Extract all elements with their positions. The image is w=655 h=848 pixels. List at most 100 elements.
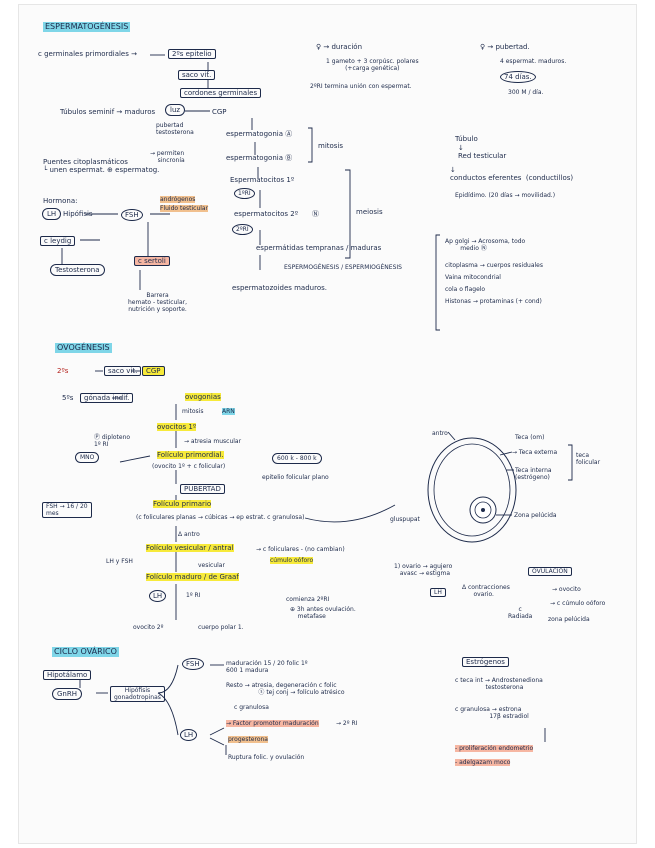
ovogonias-label: ovogonias (185, 393, 221, 401)
diploteno-label: Ⓟ diploteno 1º RI (94, 434, 131, 448)
epitelio-plano-label: epitelio folicular plano (262, 474, 329, 481)
k-oval: 600 k - 800 k (272, 453, 322, 464)
gameto-label: 1 gameto + 3 corpúsc. polares (+carga ge… (326, 58, 419, 72)
gonada-box: gónada indif. (80, 393, 134, 403)
ovulacion-box: OVULACIÓN (528, 567, 572, 576)
cola-label: cola o flagelo (445, 286, 486, 293)
mitosis-label: mitosis (318, 142, 344, 150)
ovo-r1-label: 1º RI (186, 592, 201, 599)
leydig-box: c leydig (40, 236, 76, 246)
granulosa2-label: c granulosa → estrona 17β estradiol (455, 706, 529, 720)
permiten-label: → permiten sincronía (150, 150, 185, 164)
ovocito2-label: ovocito 2º (133, 624, 164, 631)
teca-folicular-label: teca folicular (576, 452, 601, 466)
horas-label: ⊕ 3h antes ovulación. metafase (290, 606, 356, 620)
r2-circle: 2ºRI (232, 224, 253, 235)
estrogenos-box: Estrógenos (462, 657, 509, 667)
comienza-label: comienza 2ºRI (286, 596, 330, 603)
epitelio-box: 2ºs epitelio (168, 49, 216, 59)
conductos-eferentes: ↓ conductos eferentes (conductillos) (450, 166, 574, 182)
meiosis-label: meiosis (356, 208, 383, 216)
zona-pelucida-label: Zona pelúcida (514, 512, 557, 519)
teca-title: Teca (om) (515, 434, 545, 441)
espermiogenesis-label: ESPERMOGÉNESIS / ESPERMIOGÉNESIS (284, 264, 402, 271)
polar-label: cuerpo polar 1. (198, 624, 244, 631)
primordial-label: Folículo primordial. (157, 451, 224, 459)
c-foliculares-label: → c foliculares - (no cambian) (256, 546, 345, 553)
teca-externa-label: → Teca externa (512, 449, 558, 456)
ruptura-label: Ruptura folic. y ovulación (228, 754, 305, 761)
sem5-label: 5ºs (62, 394, 74, 402)
golgi-label: Ap golgi → Acrosoma, todo medio Ⓝ (445, 238, 526, 252)
cgp-label: CGP (212, 108, 227, 116)
hipotalamo-box: Hipotálamo (43, 670, 92, 680)
millones-label: 300 M / día. (508, 89, 544, 96)
espermatocitos2-label: espermatocitos 2º (234, 210, 299, 218)
citoplasma-label: citoplasma → cuerpos residuales (445, 262, 543, 269)
ovocitos1-label: ovocitos 1º (157, 423, 197, 431)
adelgazam-label: - adelgazam moco (455, 759, 511, 766)
ovo-cgp-box: CGP (142, 366, 165, 376)
section-title-ciclo: CICLO OVÁRICO (52, 647, 119, 657)
epididimo-label: Epidídimo. (20 días → movilidad.) (455, 192, 556, 199)
hipofisis-label: Hipófisis (63, 210, 93, 218)
maduros-label: espermatozoides maduros. (232, 284, 327, 292)
mno-oval: MNO (75, 452, 100, 463)
radiada-label: c Radiada (508, 606, 533, 620)
espermatidas-label: espermátidas tempranas / maduras (256, 244, 382, 252)
atresia-label: → atresia muscular (184, 438, 242, 445)
maduro-label: Folículo maduro / de Graaf (146, 573, 239, 581)
r1-circle: 1ºRI (234, 188, 255, 199)
saco-box: saco vit. (178, 70, 216, 80)
teca-int-label: c teca int → Androstenediona testosteron… (455, 677, 543, 691)
notebook-page (18, 4, 637, 844)
arn-label: ARN (222, 408, 235, 415)
ciclo-r2-label: → 2º RI (336, 720, 358, 727)
cubicas-label: (c foliculares planas → cúbicas → ep est… (136, 514, 305, 521)
zona-right: zona pelúcida (548, 616, 590, 623)
cordones-box: cordones germinales (180, 88, 262, 98)
ovario-label: 1) ovario → agujero avasc → estigma (394, 563, 453, 577)
ciclo-lh-circle: LH (180, 729, 198, 741)
sertoli-box: c sertoli (134, 256, 170, 266)
maduracion-label: maduración 15 / 20 folic 1º 600 1 madura (226, 660, 308, 674)
lh-peak-box: LH (430, 588, 446, 597)
androgenos-label: andrógenos (160, 196, 196, 203)
ovo-saco-box: saco vit. (104, 366, 142, 376)
pubertad-testosterona: pubertad testosterona (156, 122, 194, 136)
fluido-label: Fluido testicular (160, 205, 209, 212)
lh-oval: LH (42, 208, 62, 220)
vesicular-label: Folículo vesicular / antral (146, 544, 234, 552)
section-title-ovogenesis: OVOGÉNESIS (55, 343, 112, 353)
progesterona-label: progesterona (228, 736, 268, 743)
resto-label: Resto → atresia, degeneración c folic ⓢ … (226, 682, 345, 696)
cumulo-label: cúmulo oóforo (270, 557, 314, 564)
section-title-espermatogenesis: ESPERMATOGÉNESIS (43, 22, 131, 32)
antro-arrow-label: Δ antro (178, 531, 200, 538)
primario-label: Folículo primario (153, 500, 212, 508)
proliferacion-label: - proliferación endometrio (455, 745, 534, 752)
glupuptat-label: gluspupat (390, 516, 420, 523)
ovo-lh-circle: LH (149, 590, 167, 602)
lhfsh-label: LH y FSH (106, 558, 133, 565)
fsh-circle: FSH (121, 209, 143, 221)
luz-oval: luz (165, 104, 186, 116)
sem2-label: 2ºs (57, 367, 69, 375)
ciclo-fsh-circle: FSH (182, 658, 204, 670)
puentes-label: Puentes citoplasmáticos └ unen espermat.… (43, 158, 160, 174)
n-label: Ⓝ (312, 210, 319, 218)
teca-interna-label: Teca interna (estrógeno) (515, 467, 552, 481)
termina-label: 2ºRI termina unión con espermat. (310, 83, 412, 90)
contracciones-label: Δ contracciones ovario. (462, 584, 510, 598)
tubulos-label: Túbulos seminif → maduros (60, 108, 156, 116)
vaina-label: Vaina mitocondrial (445, 274, 501, 281)
fsh-mes-box: FSH → 16 / 20 mes (42, 502, 92, 518)
espermatogonia-a: espermatogonia Ⓐ (226, 130, 293, 138)
ovocito-fol-label: (ovocito 1º + c folicular) (152, 463, 226, 470)
pubertad-label: ♀ → pubertad. (480, 43, 530, 51)
factor-label: → Factor promotor maduración (226, 720, 319, 727)
espermatocitos1-label: Espermatocitos 1º (230, 176, 295, 184)
duracion-label: ♀ → duración (316, 43, 363, 51)
espermatogonia-b: espermatogonia Ⓑ (226, 154, 293, 162)
